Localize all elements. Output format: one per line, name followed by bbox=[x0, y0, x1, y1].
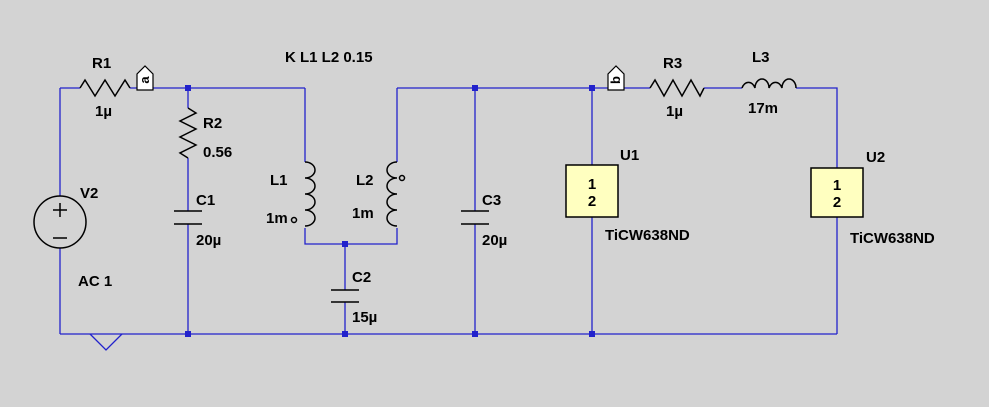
c3-name: C3 bbox=[482, 192, 501, 209]
inductor-l3[interactable]: L3 17m bbox=[741, 49, 797, 117]
u1-pin1: 1 bbox=[588, 176, 596, 193]
u1-name: U1 bbox=[620, 147, 639, 164]
c1-value: 20µ bbox=[196, 232, 221, 249]
u2-model: TiCW638ND bbox=[850, 230, 935, 247]
u1-model: TiCW638ND bbox=[605, 227, 690, 244]
r2-name: R2 bbox=[203, 115, 222, 132]
resistor-r2[interactable]: R2 0.56 bbox=[178, 107, 232, 161]
l2-name: L2 bbox=[356, 172, 374, 189]
r3-name: R3 bbox=[663, 55, 682, 72]
resistor-r3[interactable]: R3 1µ bbox=[649, 55, 705, 120]
net-label-a[interactable]: a bbox=[136, 65, 154, 91]
v2-value: AC 1 bbox=[78, 273, 112, 290]
ground-symbol[interactable] bbox=[89, 333, 123, 351]
r2-value: 0.56 bbox=[203, 144, 232, 161]
l1-name: L1 bbox=[270, 172, 288, 189]
r1-name: R1 bbox=[92, 55, 111, 72]
u2-pin1: 1 bbox=[833, 177, 841, 194]
ic-u1[interactable]: 1 2 U1 TiCW638ND bbox=[565, 147, 690, 244]
l3-value: 17m bbox=[748, 100, 778, 117]
u1-pin2: 2 bbox=[588, 193, 596, 210]
u2-pin2: 2 bbox=[833, 194, 841, 211]
capacitor-c2[interactable]: C2 15µ bbox=[331, 269, 377, 326]
inductor-l2[interactable]: L2 1m bbox=[352, 161, 406, 227]
l2-value: 1m bbox=[352, 205, 374, 222]
l1-value: 1m bbox=[266, 210, 288, 227]
u2-name: U2 bbox=[866, 149, 885, 166]
capacitor-c3[interactable]: C3 20µ bbox=[461, 192, 507, 249]
c2-name: C2 bbox=[352, 269, 371, 286]
net-label-b-text: b bbox=[608, 76, 623, 84]
net-label-a-text: a bbox=[137, 76, 152, 84]
v2-name: V2 bbox=[80, 185, 98, 202]
inductor-l1[interactable]: L1 1m bbox=[266, 161, 316, 227]
net-label-b[interactable]: b bbox=[607, 65, 625, 91]
voltage-source-v2[interactable]: V2 AC 1 bbox=[33, 185, 112, 290]
r3-value: 1µ bbox=[666, 103, 683, 120]
l3-name: L3 bbox=[752, 49, 770, 66]
ic-u2[interactable]: 1 2 U2 TiCW638ND bbox=[810, 149, 935, 247]
junction-nodes bbox=[185, 85, 595, 337]
c1-name: C1 bbox=[196, 192, 215, 209]
c2-value: 15µ bbox=[352, 309, 377, 326]
resistor-r1[interactable]: R1 1µ bbox=[79, 55, 131, 120]
r1-value: 1µ bbox=[95, 103, 112, 120]
coupling-directive[interactable]: K L1 L2 0.15 bbox=[285, 49, 373, 66]
capacitor-c1[interactable]: C1 20µ bbox=[174, 192, 221, 249]
c3-value: 20µ bbox=[482, 232, 507, 249]
